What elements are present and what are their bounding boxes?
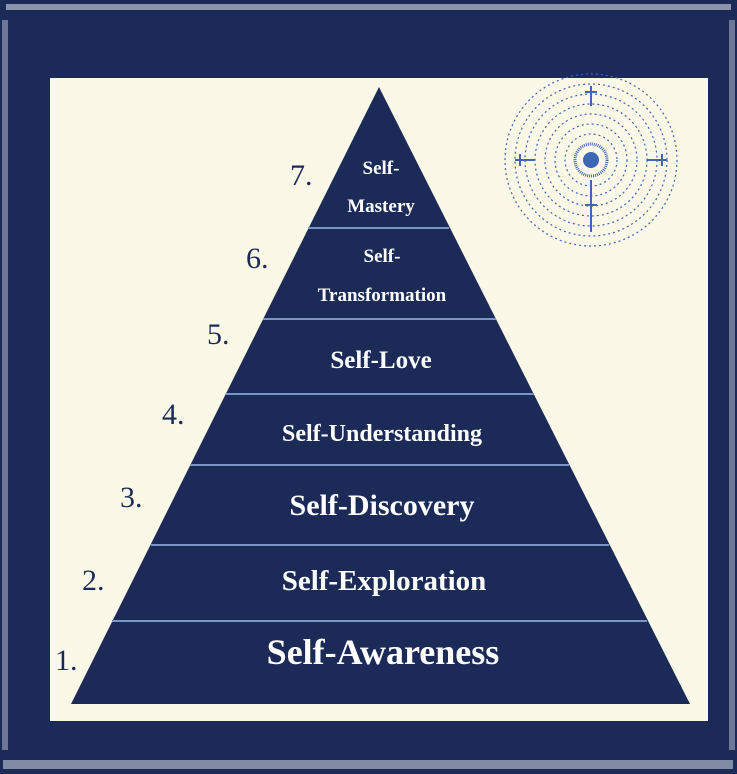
tier-4-label: Self-Understanding [282,421,482,447]
tier-6-label-line2: Transformation [318,285,447,306]
tier-1-label: Self-Awareness [267,632,500,672]
level-1-number: 1. [55,644,78,677]
level-4-number: 4. [162,398,185,431]
tier-dividers [112,227,647,622]
level-6-number: 6. [246,242,269,275]
tier-7-label-line2: Mastery [347,196,415,217]
tier-7-label-line1: Self- [363,158,400,179]
level-7-number: 7. [290,159,313,192]
level-5-number: 5. [207,318,230,351]
labyrinth-icon [504,73,678,247]
tier-2-label: Self-Exploration [282,565,487,597]
level-numbers: 7. 6. 5. 4. 3. 2. 1. [55,159,313,677]
tier-5-label: Self-Love [330,347,431,374]
pyramid: Self- Mastery Self- Transformation Self-… [71,87,690,704]
tier-3-label: Self-Discovery [290,489,475,522]
pyramid-body [71,87,690,704]
tier-6-label-line1: Self- [364,246,401,267]
level-3-number: 3. [120,481,143,514]
level-2-number: 2. [82,564,105,597]
